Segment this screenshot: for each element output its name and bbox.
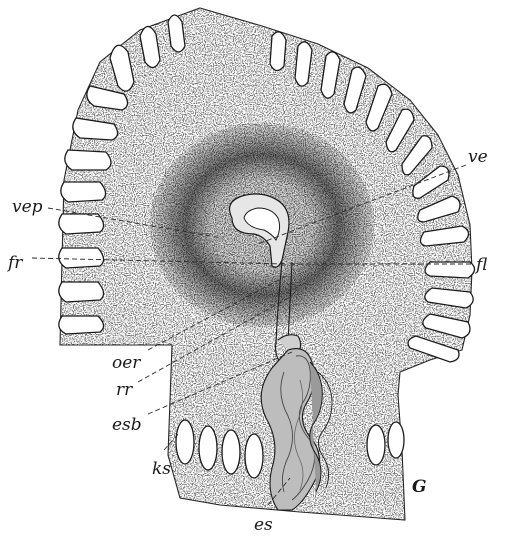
crypt [245,434,263,478]
fold [270,32,286,71]
label-vep: vep [12,197,43,217]
label-ve: ve [468,147,488,167]
label-fr: fr [6,253,23,273]
label-oer: oer [112,353,141,373]
fold [59,248,104,268]
label-es: es [254,515,273,535]
label-G: G [412,477,427,497]
label-fl: fl [474,255,487,275]
crypt [222,430,240,474]
fold [59,214,104,234]
fold [65,150,111,170]
crypt [176,420,194,464]
label-rr: rr [116,380,133,400]
crypt [367,425,385,465]
fold [59,316,104,334]
crypt [388,422,404,458]
label-esb: esb [112,415,142,435]
fold [61,182,106,202]
label-ks: ks [152,459,171,479]
fold [59,282,104,302]
crypt [199,426,217,470]
